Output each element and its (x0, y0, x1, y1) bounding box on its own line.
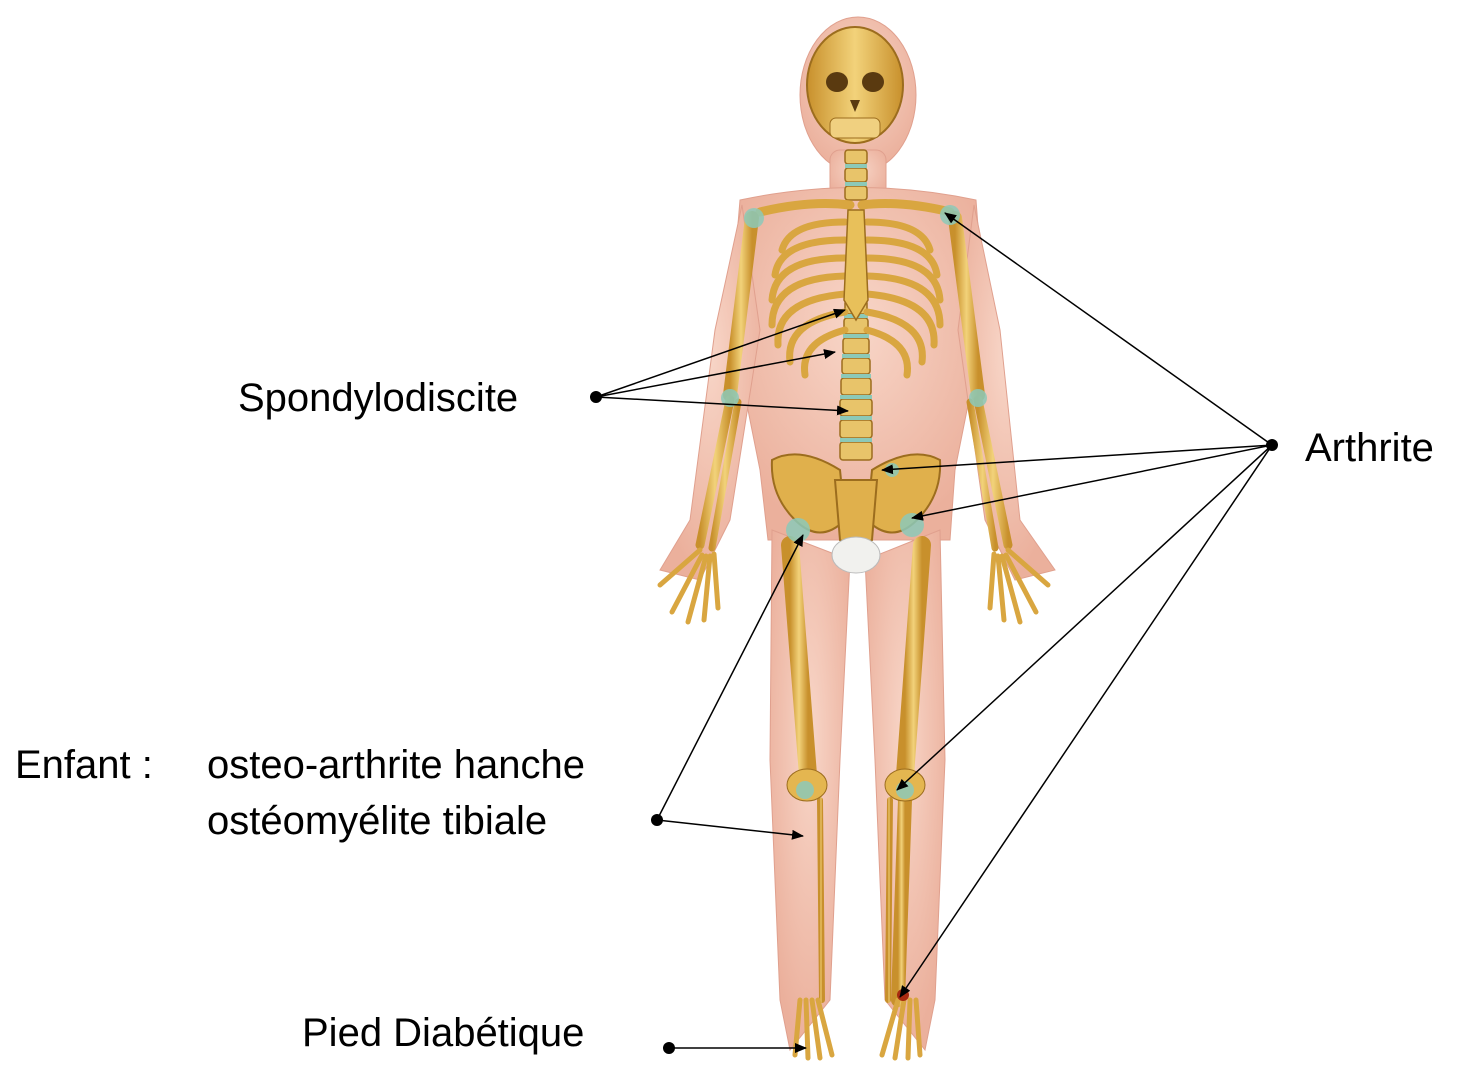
feet (795, 1000, 920, 1058)
label-spondylodiscite: Spondylodiscite (238, 378, 518, 418)
label-pied-diabetique: Pied Diabétique (302, 1013, 584, 1053)
arrow-arthrite-ankle (900, 445, 1272, 997)
label-osteomyelite-tibiale: ostéomyélite tibiale (207, 801, 547, 841)
label-enfant-prefix: Enfant : (15, 745, 153, 785)
label-osteo-arthrite-hanche: osteo-arthrite hanche (207, 745, 585, 785)
label-arthrite: Arthrite (1305, 428, 1434, 468)
sternum (844, 210, 868, 320)
